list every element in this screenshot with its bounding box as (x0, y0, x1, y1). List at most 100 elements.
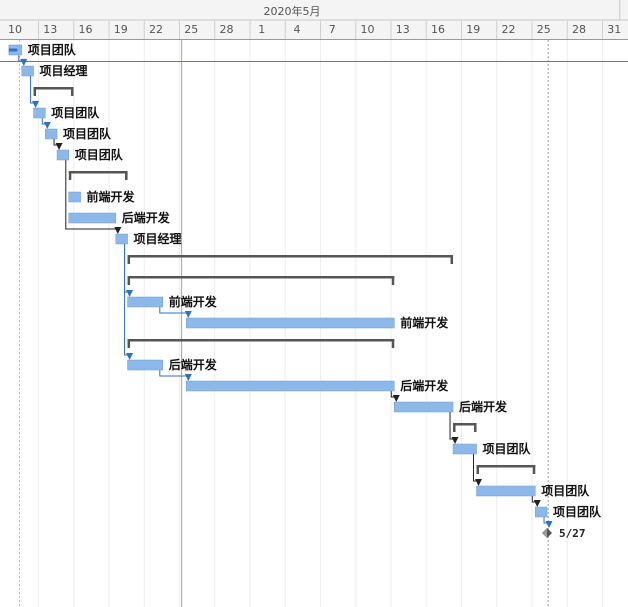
task-bar[interactable] (115, 233, 128, 245)
task-resource-label: 项目经理 (40, 63, 88, 78)
task-bar[interactable] (535, 506, 548, 518)
summary-bar-right-cap (532, 465, 536, 474)
timescale-header: 2020年5月202 10131619222528147101316192225… (0, 0, 628, 40)
task-bar[interactable] (186, 317, 395, 329)
dependency-arrow (159, 370, 192, 381)
day-label: 1 (258, 23, 265, 36)
task-bar-row[interactable]: 项目团队 (452, 441, 532, 456)
summary-bar[interactable] (127, 276, 395, 285)
day-label: 16 (79, 23, 93, 36)
dependency-arrow (473, 454, 483, 486)
task-bar[interactable] (127, 359, 164, 371)
task-bar-row[interactable]: 项目团队 (33, 105, 101, 120)
task-bar[interactable] (394, 401, 454, 413)
day-label: 28 (220, 23, 234, 36)
task-bar-row[interactable]: 项目团队 (45, 126, 112, 141)
task-resource-label: 项目团队 (51, 105, 100, 120)
task-bar[interactable] (127, 296, 164, 308)
task-bar-row[interactable]: 后端开发 (127, 357, 218, 372)
summary-bar[interactable] (33, 87, 74, 96)
summary-bar-left-cap (127, 276, 131, 285)
summary-bar[interactable] (127, 255, 454, 264)
dependency-arrow (159, 307, 192, 318)
summary-bar-left-cap (127, 255, 131, 264)
dependency-arrow (18, 55, 28, 66)
summary-bar-right-cap (125, 171, 128, 180)
day-label: 22 (502, 23, 516, 36)
task-resource-label: 后端开发 (459, 399, 508, 414)
summary-bar-body[interactable] (476, 465, 536, 468)
summary-bar-right-cap (71, 87, 74, 96)
milestone-date-label: 5/27 (559, 527, 586, 540)
task-bar[interactable] (452, 443, 477, 455)
dependency-arrow (124, 244, 134, 360)
day-label: 31 (607, 23, 621, 36)
task-resource-label: 项目团队 (63, 126, 112, 141)
summary-bar-right-cap (391, 339, 395, 348)
dependency-arrow (41, 118, 51, 129)
task-bar-row[interactable]: 后端开发 (68, 210, 171, 225)
task-bar-row[interactable]: 前端开发 (186, 315, 449, 330)
task-bar-row[interactable]: 项目团队 (476, 483, 591, 498)
task-bar-row[interactable]: 项目经理 (115, 231, 182, 246)
summary-bar-left-cap (453, 423, 456, 432)
task-bar-row[interactable]: 项目团队 (535, 504, 602, 519)
dependency-arrow (449, 412, 459, 444)
summary-bar-left-cap (68, 171, 72, 180)
task-resource-label: 后端开发 (400, 378, 449, 393)
task-bar-row[interactable]: 项目经理 (21, 63, 88, 78)
summary-bar[interactable] (476, 465, 536, 474)
task-resource-label: 后端开发 (169, 357, 218, 372)
task-bar-row[interactable]: 后端开发 (186, 378, 449, 393)
summary-bar-body[interactable] (127, 276, 395, 279)
summary-bar-body[interactable] (127, 255, 454, 258)
dependency-links (18, 55, 553, 528)
summary-bar-right-cap (450, 255, 454, 264)
summary-bar-body[interactable] (33, 87, 74, 90)
summary-bar-left-cap (476, 465, 480, 474)
task-bar-row[interactable]: 前端开发 (68, 189, 136, 204)
day-label: 7 (329, 23, 336, 36)
summary-bar[interactable] (453, 423, 477, 432)
dependency-arrow (53, 139, 63, 150)
summary-bar-body[interactable] (127, 339, 395, 342)
summary-bar-body[interactable] (68, 171, 128, 174)
task-bar[interactable] (186, 380, 395, 392)
task-resource-label: 项目团队 (75, 147, 124, 162)
task-bar[interactable] (68, 212, 117, 224)
task-bar[interactable] (45, 128, 58, 140)
task-bar[interactable] (56, 149, 70, 161)
dependency-arrow (65, 160, 122, 234)
summary-bar[interactable] (68, 171, 128, 180)
task-bar[interactable] (68, 191, 81, 203)
day-label: 19 (114, 23, 128, 36)
task-bar[interactable] (476, 485, 536, 497)
task-bar[interactable] (33, 107, 46, 119)
dependency-arrow (30, 76, 40, 108)
day-label: 16 (431, 23, 445, 36)
task-resource-label: 项目团队 (28, 42, 77, 57)
dependency-arrow (531, 496, 541, 507)
task-bar-row[interactable]: 项目团队 (8, 42, 77, 57)
day-label: 13 (43, 23, 57, 36)
day-label: 28 (572, 23, 586, 36)
milestone[interactable]: 5/27 (542, 527, 586, 540)
dependency-arrow (124, 244, 134, 297)
summary-bar-left-cap (127, 339, 131, 348)
task-resource-label: 后端开发 (122, 210, 171, 225)
summary-bar-body[interactable] (453, 423, 477, 426)
task-layer[interactable]: 项目团队项目经理项目团队项目团队项目团队前端开发后端开发项目经理前端开发前端开发… (8, 42, 602, 540)
day-label: 13 (396, 23, 410, 36)
task-progress (8, 48, 18, 52)
task-resource-label: 前端开发 (169, 294, 218, 309)
task-bar-row[interactable]: 前端开发 (127, 294, 218, 309)
day-label: 4 (294, 23, 301, 36)
day-label: 22 (149, 23, 163, 36)
milestone-diamond-shade (542, 528, 548, 538)
summary-bar-right-cap (391, 276, 395, 285)
task-bar[interactable] (21, 65, 34, 77)
task-bar-row[interactable]: 后端开发 (394, 399, 508, 414)
task-bar-row[interactable]: 项目团队 (56, 147, 124, 162)
summary-bar[interactable] (127, 339, 395, 348)
